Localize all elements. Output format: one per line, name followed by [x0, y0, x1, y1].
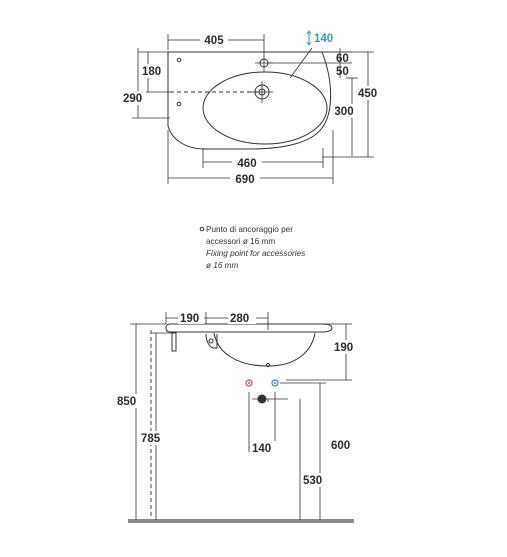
- bracket-left: [171, 332, 177, 352]
- dim-600: 600: [331, 440, 350, 452]
- dim-460: 460: [237, 158, 256, 170]
- dim-850: 850: [117, 396, 136, 408]
- dim-190-right: 190: [334, 342, 353, 354]
- dim-300: 300: [334, 106, 353, 118]
- tap-height-arrow: [306, 30, 312, 46]
- basin-rim: [165, 323, 333, 333]
- legend: Punto di ancoraggio per accessori ø 16 m…: [199, 225, 305, 270]
- dim-140-tap: 140: [314, 33, 333, 45]
- cold-water-point: [271, 379, 279, 387]
- basin-plan-outline: [167, 51, 332, 150]
- top-view: 405 140 60 50 300 450 180 290: [120, 30, 380, 186]
- fixing-point-lower: [176, 101, 182, 107]
- dim-140-bottom: 140: [252, 443, 271, 455]
- dim-180: 180: [142, 66, 161, 78]
- basin-bowl-front: [213, 332, 316, 367]
- legend-line-4: ø 16 mm: [206, 261, 238, 270]
- legend-line-2: accessori ø 16 mm: [206, 237, 275, 246]
- fixing-point-symbol: [199, 226, 205, 232]
- dim-450: 450: [358, 88, 377, 100]
- bowl-plan: [202, 71, 328, 145]
- fixing-point-upper: [176, 57, 182, 63]
- legend-line-1: Punto di ancoraggio per: [206, 225, 293, 234]
- front-view: 190 280 190 140 600 530: [116, 311, 360, 523]
- dim-405: 405: [204, 35, 224, 47]
- legend-line-3: Fixing point for accessories: [206, 249, 305, 258]
- dim-280: 280: [230, 313, 249, 325]
- hot-water-point: [245, 379, 253, 387]
- floor: [128, 519, 354, 523]
- dim-530: 530: [303, 475, 322, 487]
- dim-190-top: 190: [180, 313, 199, 325]
- dim-785: 785: [141, 433, 161, 445]
- dim-290: 290: [123, 93, 142, 105]
- dim-50: 50: [336, 66, 349, 78]
- dim-690: 690: [235, 174, 254, 186]
- bracket-right: [205, 333, 218, 349]
- dim-60: 60: [336, 53, 349, 65]
